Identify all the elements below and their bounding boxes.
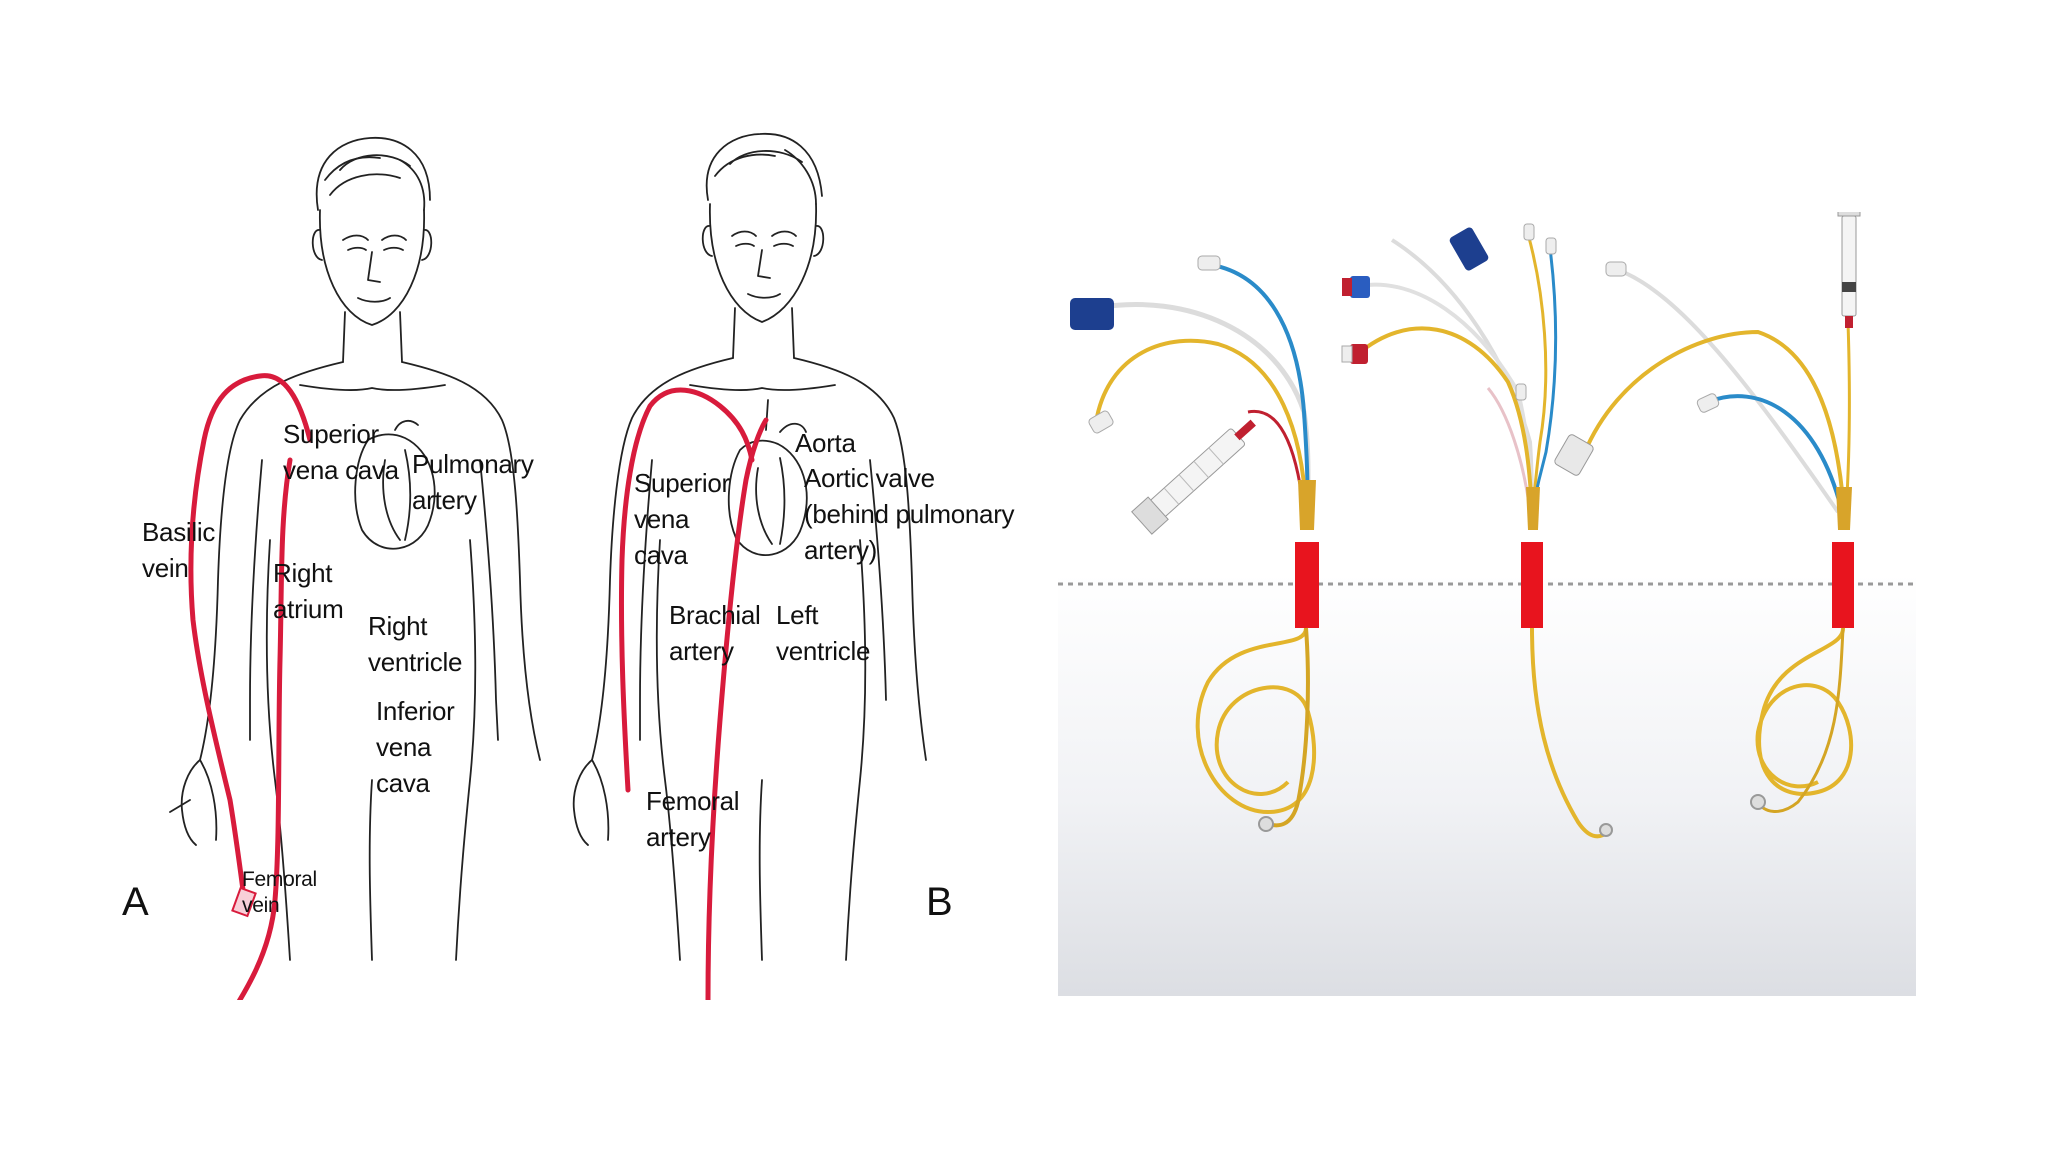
navy-connector-icon xyxy=(1070,298,1114,330)
label-basilic-vein: Basilic vein xyxy=(142,517,216,583)
label-brachial-artery: Brachial artery xyxy=(669,600,761,666)
label-superior-vena-cava-a: Superior vena cava xyxy=(283,419,399,485)
label-inferior-vena-cava: Inferior vena cava xyxy=(376,696,455,798)
catheter-photo xyxy=(1058,212,1916,996)
panel-a-letter: A xyxy=(122,880,149,924)
catheter-2 xyxy=(1341,223,1613,839)
label-right-ventricle: Right ventricle xyxy=(368,611,463,677)
navy-connector-icon xyxy=(1449,227,1489,271)
label-aorta: Aorta xyxy=(795,428,856,458)
label-femoral-artery: Femoral artery xyxy=(646,786,740,852)
panel-a-illustration xyxy=(169,137,541,1000)
label-left-ventricle: Left ventricle xyxy=(776,600,871,666)
red-marker-1 xyxy=(1295,542,1319,628)
red-marker-2 xyxy=(1521,542,1543,628)
panel-b-letter: B xyxy=(926,880,953,924)
label-aortic-valve: Aortic valve (behind pulmonary artery) xyxy=(804,463,1015,565)
label-right-atrium: Right atrium xyxy=(273,558,344,624)
label-femoral-vein: Femoral vein xyxy=(242,868,317,917)
catheter-1 xyxy=(1070,255,1319,832)
red-marker-3 xyxy=(1832,542,1854,628)
syringe-icon xyxy=(1131,419,1256,535)
label-superior-vena-cava-b: Superior vena cava xyxy=(634,468,730,570)
syringe-icon xyxy=(1837,212,1861,328)
label-pulmonary-artery-a: Pulmonary artery xyxy=(412,449,534,515)
catheter-3 xyxy=(1554,212,1861,813)
catheter-photo-drawing xyxy=(1058,212,1916,839)
panel-b-illustration xyxy=(572,133,927,1000)
